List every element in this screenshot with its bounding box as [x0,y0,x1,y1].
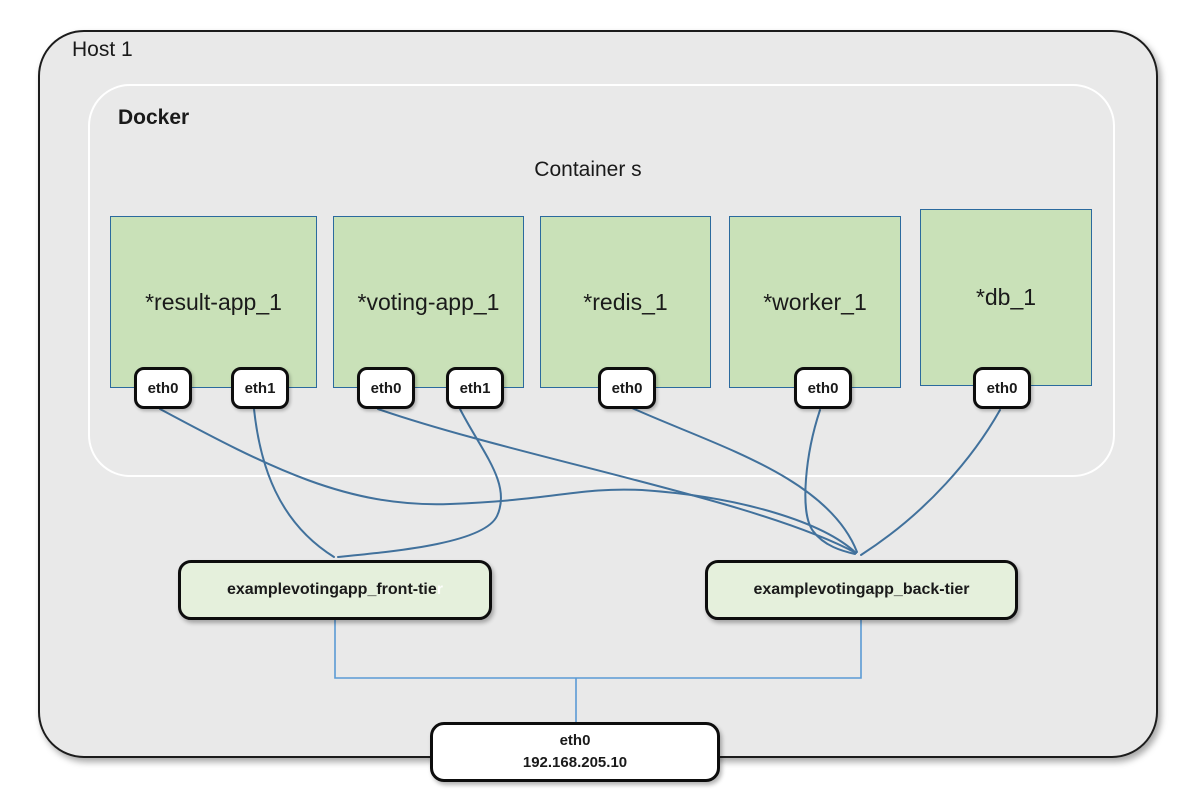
network-box-front-tier: examplevotingapp_front-tier [178,560,492,620]
network-box-back-tier: examplevotingapp_back-tier [705,560,1018,620]
container-box-redis: *redis_1 [540,216,711,388]
host-eth0-box: eth0 192.168.205.10 [430,722,720,782]
container-label: *voting-app_1 [357,288,500,315]
network-label-back-tier: examplevotingapp_back-tier [753,581,970,598]
eth-chip-voting-app-eth1: eth1 [446,367,504,409]
container-box-db: *db_1 [920,209,1092,386]
container-label: *worker_1 [763,288,867,315]
container-label: *db_1 [975,284,1037,310]
eth-chip-result-app-eth1: eth1 [231,367,289,409]
eth-chip-worker-eth0: eth0 [794,367,852,409]
eth-chip-db-eth0: eth0 [973,367,1031,409]
container-box-voting-app: *voting-app_1 [333,216,524,388]
container-label: *result-app_1 [145,288,282,315]
docker-label: Docker [118,106,190,129]
containers-title: Container s [534,158,642,181]
host-eth0-ip: 192.168.205.10 [522,754,628,771]
network-label-front-tier-main: examplevotingapp_front-tie [226,581,437,598]
host-eth0-name: eth0 [559,732,591,750]
network-label-front-tier-faint: r [436,581,444,598]
network-label-front-tier: examplevotingapp_front-tier [227,581,443,599]
container-label: *redis_1 [583,288,668,315]
container-box-worker: *worker_1 [729,216,901,388]
eth-chip-voting-app-eth0: eth0 [357,367,415,409]
host-label: Host 1 [72,38,133,61]
container-box-result-app: *result-app_1 [110,216,317,388]
eth-chip-redis-eth0: eth0 [598,367,656,409]
eth-chip-result-app-eth0: eth0 [134,367,192,409]
